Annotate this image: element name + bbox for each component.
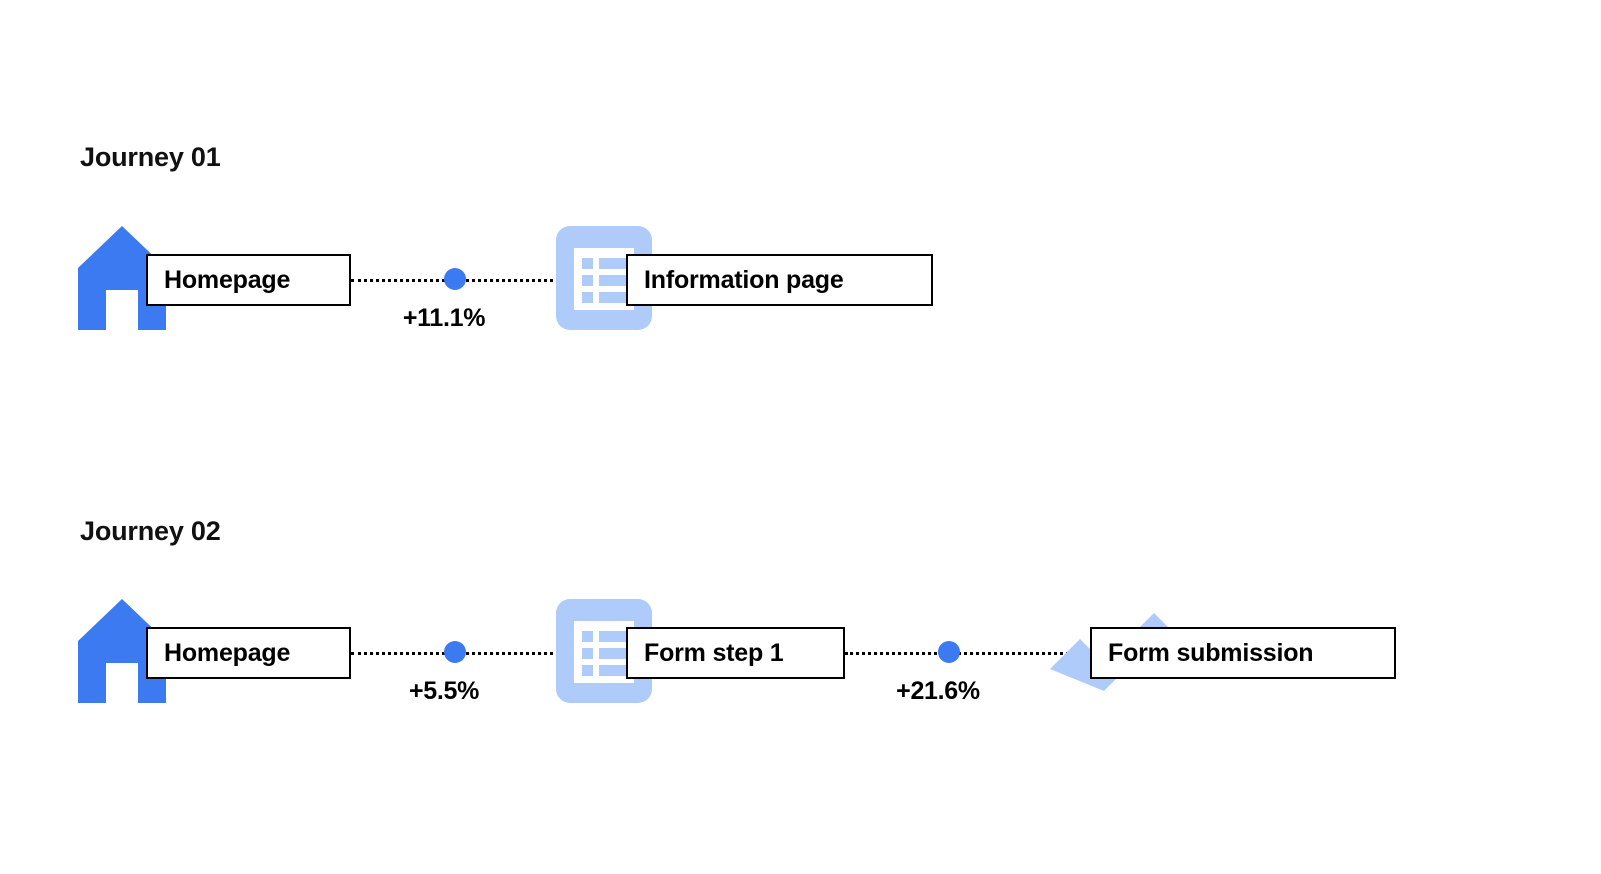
transition-dot	[444, 268, 466, 290]
transition-dot	[444, 641, 466, 663]
node-label: Homepage	[164, 638, 291, 667]
connector-line-2	[845, 652, 1093, 655]
house-icon	[78, 226, 166, 330]
node-box-form-submission[interactable]: Form submission	[1090, 627, 1396, 679]
transition-delta: +21.6%	[896, 677, 980, 705]
node-label: Form step 1	[644, 638, 784, 667]
node-box-form-step-1[interactable]: Form step 1	[626, 627, 845, 679]
node-box-homepage[interactable]: Homepage	[146, 254, 351, 306]
node-label: Form submission	[1108, 638, 1314, 667]
transition-delta: +11.1%	[402, 304, 486, 332]
node-label: Information page	[644, 265, 844, 294]
journey-02-title: Journey 02	[80, 516, 221, 546]
transition-dot	[938, 641, 960, 663]
list-page-icon	[556, 226, 652, 330]
transition-delta: +5.5%	[408, 677, 480, 705]
node-box-information-page[interactable]: Information page	[626, 254, 933, 306]
house-icon	[78, 599, 166, 703]
node-label: Homepage	[164, 265, 291, 294]
node-box-homepage[interactable]: Homepage	[146, 627, 351, 679]
journey-01-title: Journey 01	[80, 142, 221, 172]
